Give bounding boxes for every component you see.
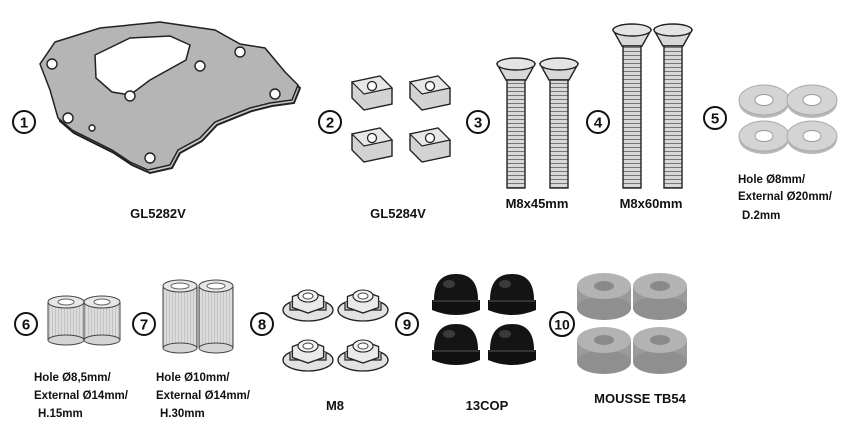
square-nuts-image (350, 75, 452, 163)
item-4: 4 M8x60mm (586, 23, 694, 211)
item-3: 3 M8x45mm (466, 57, 580, 211)
item-label: MOUSSE TB54 (594, 391, 687, 406)
flange-nut (282, 289, 334, 322)
square-nut (350, 75, 394, 111)
callout-circle (466, 110, 490, 134)
item-9: 9 13COP (395, 274, 536, 413)
callout-circle (549, 311, 575, 337)
item-label-line-3: H.15mm (38, 408, 83, 420)
item-label: M8 (326, 398, 344, 413)
item-label: GL5282V (130, 206, 186, 221)
item-label: M8x60mm (620, 196, 683, 211)
foam-pads-image (577, 273, 687, 374)
mounting-plate-image (39, 21, 302, 175)
item-2: 2 GL5284V (318, 75, 452, 221)
flange-nut (337, 289, 389, 322)
screws-m8x45-image (495, 57, 580, 189)
item-number: 4 (594, 115, 603, 132)
nut-cap (488, 274, 536, 315)
item-number: 5 (711, 111, 719, 128)
item-6: 6 Hole Ø8,5mm/ External Ø14mm/ H.15mm (14, 295, 129, 420)
item-number: 8 (258, 317, 266, 334)
washer (738, 84, 790, 118)
item-label: M8x45mm (506, 196, 569, 211)
foam-pad (633, 327, 687, 374)
washers-image (738, 84, 838, 154)
square-nut (408, 127, 452, 163)
callout-circle (12, 110, 36, 134)
square-nut (408, 75, 452, 111)
item-label-line-1: Hole Ø8mm/ (738, 174, 806, 186)
flange-nut (337, 339, 389, 372)
nut-cap (432, 324, 480, 365)
callout-circle (250, 312, 274, 336)
flange-nut (282, 339, 334, 372)
item-number: 9 (403, 317, 411, 334)
item-1: 1 GL5282V (12, 21, 302, 221)
item-label-line-3: H.30mm (160, 408, 205, 420)
item-number: 6 (22, 317, 30, 334)
long-spacers-image (162, 279, 234, 354)
item-8: 8 M8 (250, 289, 389, 413)
callout-circle (318, 110, 342, 134)
foam-pad (577, 327, 631, 374)
item-label-line-1: Hole Ø8,5mm/ (34, 372, 111, 384)
item-number: 7 (140, 317, 148, 334)
item-7: 7 Hole Ø10mm/ External Ø14mm/ H.30mm (132, 279, 251, 420)
flange-nuts-image (282, 289, 389, 372)
item-label-line-2: External Ø14mm/ (156, 390, 251, 402)
washer (786, 84, 838, 118)
washer (738, 120, 790, 154)
item-number: 3 (474, 115, 482, 132)
washer (786, 120, 838, 154)
item-5: 5 Hole Ø8mm/ External Ø20mm/ D.2mm (703, 84, 838, 222)
callout-circle (703, 106, 727, 130)
screws-m8x60-image (611, 23, 694, 189)
nut-caps-image (432, 274, 536, 365)
item-number: 10 (554, 317, 570, 333)
nut-cap (432, 274, 480, 315)
item-label-line-1: Hole Ø10mm/ (156, 372, 230, 384)
callout-circle (14, 312, 38, 336)
short-spacers-image (47, 295, 121, 346)
callout-circle (395, 312, 419, 336)
foam-pad (633, 273, 687, 320)
callout-circle (132, 312, 156, 336)
nut-cap (488, 324, 536, 365)
item-label: GL5284V (370, 206, 426, 221)
square-nut (350, 127, 394, 163)
item-label-line-2: External Ø14mm/ (34, 390, 129, 402)
foam-pad (577, 273, 631, 320)
callout-circle (586, 110, 610, 134)
item-10: 10 MOUSSE TB54 (549, 273, 687, 406)
item-label-line-2: External Ø20mm/ (738, 191, 833, 203)
item-number: 1 (20, 115, 28, 132)
item-label-line-3: D.2mm (742, 210, 780, 222)
item-label: 13COP (466, 398, 509, 413)
item-number: 2 (326, 115, 334, 132)
